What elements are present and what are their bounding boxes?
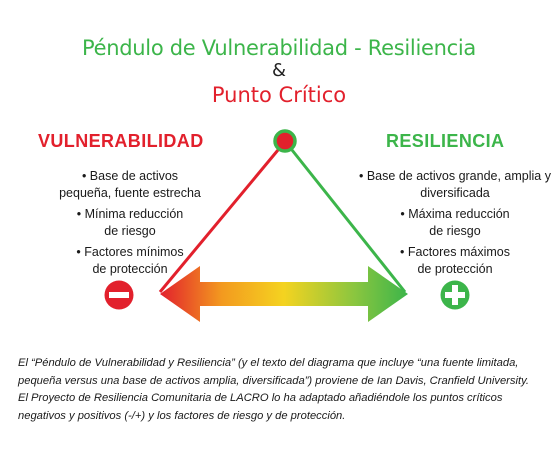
caption: El “Péndulo de Vulnerabilidad y Resilien… <box>18 357 529 422</box>
vulnerability-pendulum-line <box>158 149 280 293</box>
vulnerability-item: • Factores mínimos de protección <box>76 245 184 276</box>
gradient-double-arrow <box>160 266 408 322</box>
resilience-pendulum-line <box>290 149 407 293</box>
resilience-item: • Base de activos grande, amplia y diver… <box>359 169 551 200</box>
vulnerability-list: • Base de activos pequeña, fuente estrec… <box>30 168 230 282</box>
title-line-1: Péndulo de Vulnerabilidad - Resiliencia <box>82 36 476 60</box>
resilience-list: • Base de activos grande, amplia y diver… <box>355 168 555 282</box>
title-line-3: Punto Crítico <box>211 83 347 107</box>
resilience-item: • Máxima reducción de riesgo <box>400 207 510 238</box>
plus-icon <box>440 280 470 310</box>
vulnerability-item: • Mínima reducción de riesgo <box>76 207 184 238</box>
vulnerability-item: • Base de activos pequeña, fuente estrec… <box>59 169 201 200</box>
resilience-title: RESILIENCIA <box>386 131 505 151</box>
minus-icon <box>104 280 134 310</box>
critical-point-icon <box>273 129 297 153</box>
title-ampersand: & <box>271 60 287 81</box>
resilience-item: • Factores máximos de protección <box>400 245 510 276</box>
vulnerability-title: VULNERABILIDAD <box>38 131 204 151</box>
